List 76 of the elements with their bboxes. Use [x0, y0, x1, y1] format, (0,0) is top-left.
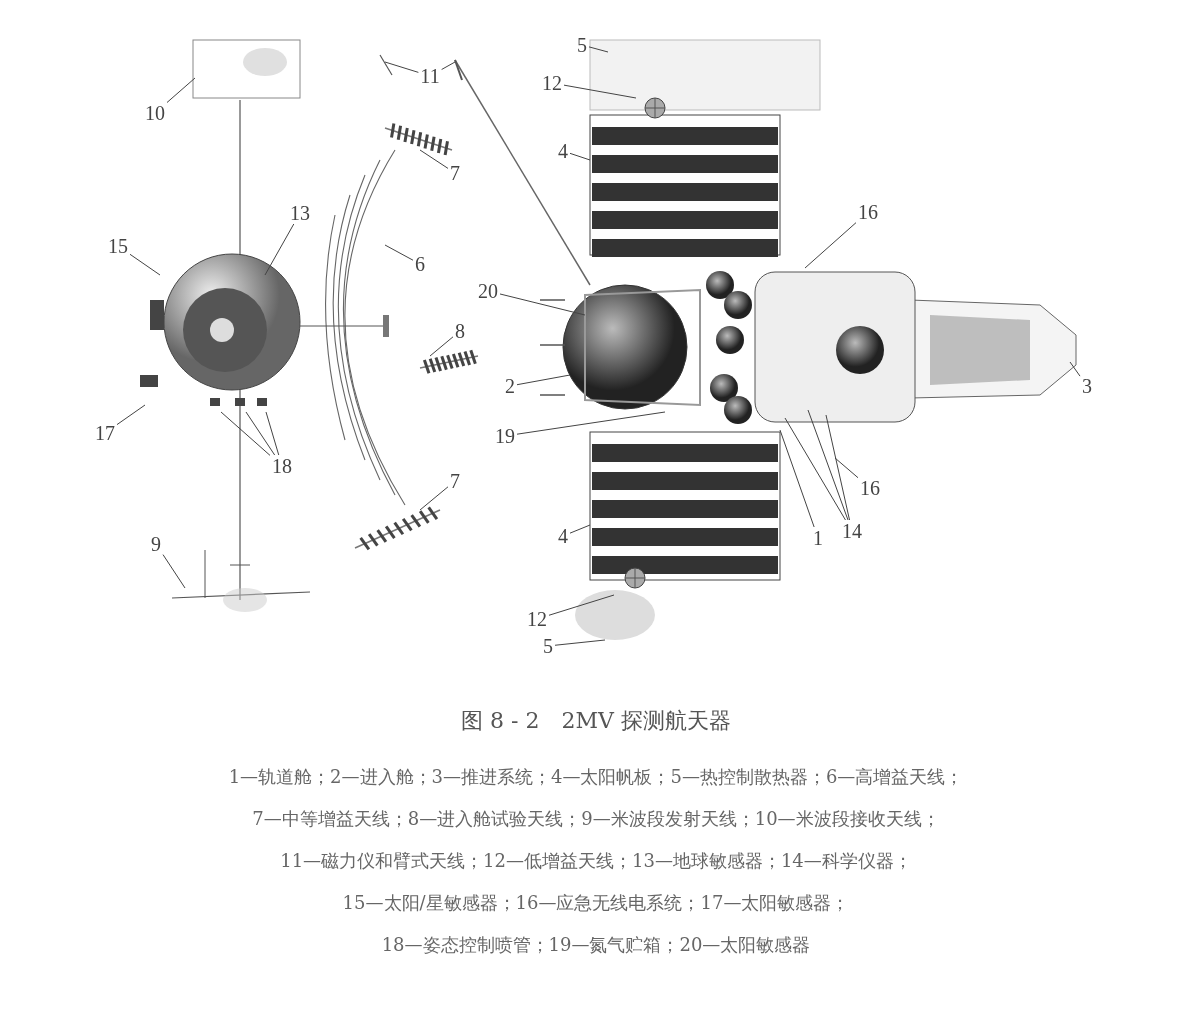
leader-line	[220, 411, 271, 456]
callout-number: 18	[270, 455, 294, 477]
legend-item: 20—太阳敏感器	[679, 934, 811, 955]
leader-line	[825, 414, 851, 521]
leader-line	[784, 417, 846, 521]
leader-line	[429, 336, 454, 357]
legend-item: 3—推进系统；	[431, 766, 551, 787]
callout-number: 4	[556, 140, 570, 162]
leader-line	[1069, 361, 1081, 377]
callout-number: 6	[413, 253, 427, 275]
callout-number: 9	[149, 533, 163, 555]
leader-line	[384, 244, 414, 261]
legend-item: 12—低增益天线；	[483, 850, 632, 871]
callout-number: 10	[143, 102, 167, 124]
leader-line	[265, 411, 280, 456]
callout-number: 15	[106, 235, 130, 257]
callout-number: 4	[556, 525, 570, 547]
legend-item: 7—中等增益天线；	[252, 808, 408, 829]
callout-number: 12	[540, 72, 564, 94]
leader-line	[499, 293, 586, 316]
callout-number: 16	[856, 201, 880, 223]
legend-item: 10—米波段接收天线；	[754, 808, 940, 829]
leader-line	[116, 404, 146, 426]
legend-item: 16—应急无线电系统；	[515, 892, 701, 913]
callout-number: 8	[453, 320, 467, 342]
callout-number: 5	[575, 34, 589, 56]
legend-item: 14—科学仪器；	[780, 850, 912, 871]
callout-number: 16	[858, 477, 882, 499]
leader-line	[166, 77, 196, 103]
legend-item: 19—氮气贮箱；	[548, 934, 680, 955]
legend-item: 17—太阳敏感器；	[700, 892, 850, 913]
callout-number: 19	[493, 425, 517, 447]
callout-number: 2	[503, 375, 517, 397]
callout-number: 7	[448, 162, 462, 184]
callout-number: 14	[840, 520, 864, 542]
callout-number: 20	[476, 280, 500, 302]
legend-item: 15—太阳/星敏感器；	[342, 892, 516, 913]
callout-number: 7	[448, 470, 462, 492]
legend-item: 13—地球敏感器；	[632, 850, 781, 871]
callout-number: 12	[525, 608, 549, 630]
leader-line	[588, 46, 609, 53]
callout-number: 1	[811, 527, 825, 549]
legend-item: 6—高增益天线；	[825, 766, 964, 787]
leader-line	[554, 639, 606, 646]
leader-line	[441, 61, 456, 70]
leader-line	[384, 61, 419, 73]
leader-line	[419, 149, 449, 169]
legend-item: 4—太阳帆板；	[551, 766, 671, 787]
callout-number: 5	[541, 635, 555, 657]
legend-item: 2—进入舱；	[330, 766, 432, 787]
leader-line	[419, 486, 449, 511]
leader-line	[804, 222, 857, 269]
legend-item: 8—进入舱试验天线；	[407, 808, 582, 829]
leader-line	[834, 457, 859, 479]
leader-line	[563, 84, 637, 99]
leader-line	[162, 554, 186, 589]
legend-item: 18—姿态控制喷管；	[381, 934, 549, 955]
leader-line	[516, 411, 666, 435]
leader-line	[779, 429, 815, 528]
legend-item: 1—轨道舱；	[228, 766, 331, 787]
callout-number: 17	[93, 422, 117, 444]
leader-line	[548, 594, 615, 616]
legend-item: 5—热控制散热器；	[670, 766, 826, 787]
callout-number: 13	[288, 202, 312, 224]
leader-line	[245, 411, 276, 456]
leader-line	[569, 524, 591, 534]
leader-line	[264, 223, 295, 276]
figure-caption: 图 8 - 2 2MV 探测航天器	[461, 708, 731, 733]
leader-line	[129, 253, 161, 276]
leader-line	[807, 409, 849, 521]
leader-line	[569, 152, 591, 161]
callout-number: 3	[1080, 375, 1094, 397]
leader-line	[516, 374, 571, 386]
legend-item: 11—磁力仪和臂式天线；	[280, 850, 484, 871]
legend-item: 9—米波段发射天线；	[581, 808, 755, 829]
callout-number: 11	[418, 65, 442, 87]
